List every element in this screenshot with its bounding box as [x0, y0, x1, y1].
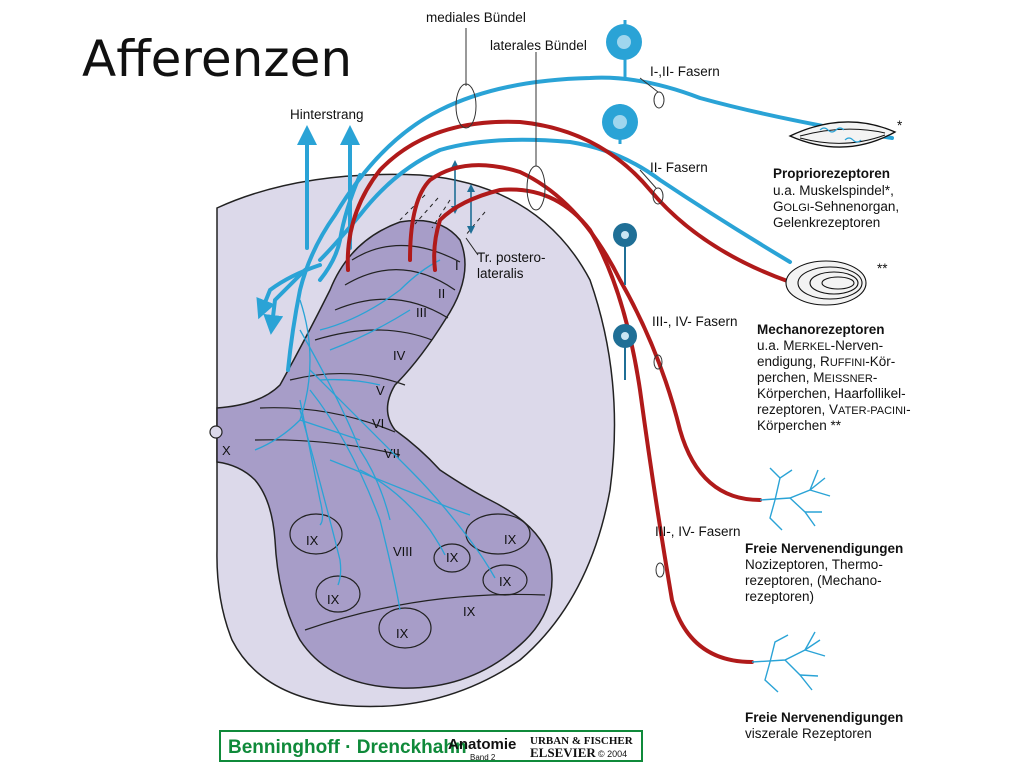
lateral-bundle-label: laterales Bündel	[490, 38, 587, 53]
tract-leader	[465, 237, 479, 256]
ganglion-cells	[602, 20, 642, 380]
mechano-text: Mechanorezeptoren u.a. MERKEL-Nerven- en…	[757, 322, 911, 433]
blue-fibers	[286, 75, 894, 372]
lamina-IX-label-2: IX	[327, 592, 340, 607]
lamina-II-label: II	[438, 286, 445, 301]
lamina-X-label: X	[222, 443, 231, 458]
anatomie-label: Anatomie	[448, 736, 516, 753]
fiber-label-I-II: I-,II- Fasern	[650, 64, 720, 79]
proprio-marker: *	[897, 118, 903, 133]
lamina-III-label: III	[416, 305, 427, 320]
free1-title: Freie Nervenendigungen	[745, 541, 903, 556]
collaterals	[254, 259, 496, 611]
mechano-marker: **	[877, 261, 888, 276]
free1-line1: Nozizeptoren, Thermo-	[745, 557, 883, 572]
red-fibers	[345, 119, 792, 664]
fiber-label-III-IV-1: III-, IV- Fasern	[652, 314, 738, 329]
hinterstrang-label: Hinterstrang	[290, 107, 364, 122]
lamina-IX-label-5: IX	[499, 574, 512, 589]
free2-line1: viszerale Rezeptoren	[745, 726, 872, 741]
fiber-label-III-IV-2: III-, IV- Fasern	[655, 524, 741, 539]
lamina-V-label: V	[376, 383, 385, 398]
lamina-ix-nuclei	[289, 513, 531, 649]
mechano-line1: u.a. MERKEL-Nerven-	[757, 338, 883, 353]
copyright-label: © 2004	[598, 749, 627, 759]
publisher-logo: Benninghoff · Drenckhahn Anatomie Band 2…	[219, 730, 643, 762]
proprio-line1: u.a. Muskelspindel*,	[773, 183, 894, 198]
lamina-IX-label-3: IX	[504, 532, 517, 547]
free-nerve-ending-2-icon	[751, 631, 826, 693]
free2-title: Freie Nervenendigungen	[745, 710, 903, 725]
lamina-IX-label-7: IX	[396, 626, 409, 641]
publisher-line1: URBAN & FISCHER	[530, 735, 634, 747]
tract-arrows	[451, 160, 475, 234]
free-endings-2-text: Freie Nervenendigungen viszerale Rezepto…	[745, 710, 903, 741]
lamina-VIII-label: VIII	[393, 544, 413, 559]
band-label: Band 2	[470, 753, 496, 762]
fiber-free-2	[432, 187, 754, 664]
mechano-line5: rezeptoren, VATER-PACINI-	[757, 402, 911, 417]
free1-line3: rezeptoren)	[745, 589, 814, 604]
lamina-boundaries	[254, 244, 546, 631]
mechano-line4: Körperchen, Haarfollikel-	[757, 386, 906, 401]
proprio-line3: Gelenkrezeptoren	[773, 215, 880, 230]
proprio-line2: GOLGI-Sehnenorgan,	[773, 199, 899, 214]
muscle-spindle-icon	[788, 121, 897, 148]
publisher-line2: ELSEVIER	[530, 745, 596, 760]
free-nerve-ending-1-icon	[759, 467, 831, 531]
fiber-I-II	[286, 75, 894, 372]
mechano-title: Mechanorezeptoren	[757, 322, 885, 337]
free-endings-1-text: Freie Nervenendigungen Nozizeptoren, The…	[745, 541, 903, 604]
mechano-line6: Körperchen **	[757, 418, 842, 433]
medial-bundle-label: mediales Bündel	[426, 10, 526, 25]
fiber-label-II: II- Fasern	[650, 160, 708, 175]
lamina-labels: I II III IV V VI VII VIII X IX IX IX IX …	[222, 258, 517, 641]
lamina-VI-label: VI	[372, 416, 384, 431]
lamina-IV-label: IV	[393, 348, 406, 363]
fiber-II	[318, 137, 792, 264]
lamina-IX-label-4: IX	[446, 550, 459, 565]
free1-line2: rezeptoren, (Mechano-	[745, 573, 882, 588]
lamina-I-label: I	[455, 258, 459, 273]
lamina-IX-label-1: IX	[306, 533, 319, 548]
mechano-line2: endigung, RUFFINI-Kör-	[757, 354, 895, 369]
mechano-line3: perchen, MEISSNER-	[757, 370, 877, 385]
fiber-mechano	[345, 119, 792, 284]
tract-label-line2: lateralis	[477, 266, 524, 281]
pacini-corpuscle-icon	[785, 260, 867, 306]
slide-title: Afferenzen	[82, 30, 353, 88]
tract-label-line1: Tr. postero-	[477, 250, 546, 265]
proprio-title: Propriorezeptoren	[773, 166, 890, 181]
central-canal	[209, 425, 223, 439]
lamina-IX-label-6: IX	[463, 604, 476, 619]
lamina-VII-label: VII	[384, 446, 400, 461]
proprio-text: Propriorezeptoren u.a. Muskelspindel*, G…	[773, 166, 899, 230]
grey-matter	[216, 219, 553, 689]
bundle-markers	[455, 28, 665, 578]
book-title: Benninghoff · Drenckhahn	[228, 737, 467, 758]
